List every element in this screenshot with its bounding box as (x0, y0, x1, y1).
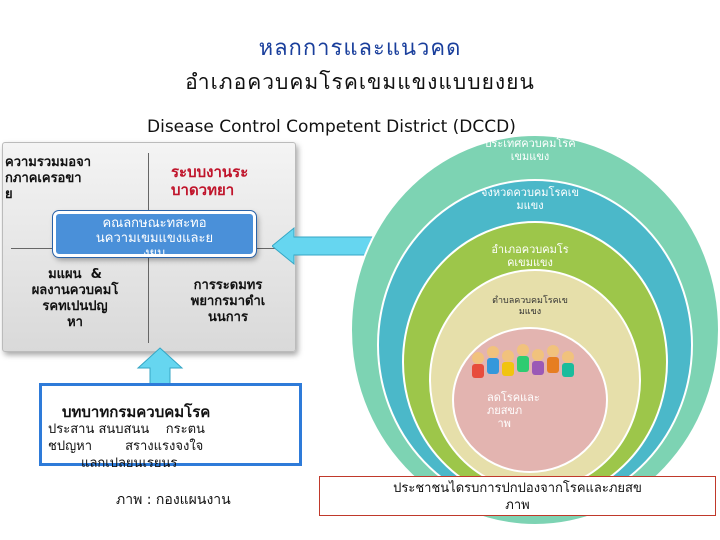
children-illustration-icon (472, 344, 574, 378)
main-title: หลกการและแนวคด (258, 36, 462, 61)
ring-core-label: ลดโรคและ ภยสขภ าพ (487, 391, 540, 430)
english-subtitle: Disease Control Competent District (DCCD… (147, 117, 516, 137)
cooperation-text: ความรวมมอจา กภาคเครอขา ย (5, 155, 92, 202)
image-credit: ภาพ : กองแผนงาน (116, 492, 231, 508)
ring-subdistrict-label: ตำบลควบคมโรคเข มแขง (492, 296, 568, 317)
resources-text: การระดมทร พยากรมาดำเ นนการ (190, 278, 266, 325)
characteristics-box: คณลกษณะทสะทอ นความเขมแขงและย งยน (53, 211, 256, 261)
characteristics-text: คณลกษณะทสะทอ นความเขมแขงและย งยน (95, 216, 214, 261)
outcome-box: ประชาชนไดรบการปกปองจากโรคและภยสข ภาพ (319, 476, 716, 516)
ring-country-label: ประเทศควบคมโรค เขมแขง (484, 137, 576, 163)
role-text: ประสาน สนบสนน กระตน ชปญหา สรางแรงจงใจ แล… (48, 422, 205, 471)
role-title: บทบาทกรมควบคมโรค (62, 403, 211, 421)
thai-subtitle: อำเภอควบคมโรคเขมแขงแบบยงยน (185, 70, 535, 94)
epidemiology-text: ระบบงานระ บาดวทยา (171, 163, 249, 199)
ring-province-label: จงหวดควบคมโรคเข มแขง (481, 186, 579, 212)
ring-district-label: อำเภอควบคมโร คเขมแขง (491, 243, 569, 269)
role-box (39, 383, 302, 466)
plan-text: มแผน & ผลงานควบคมโ รคทเปนปญ หา (31, 267, 119, 330)
